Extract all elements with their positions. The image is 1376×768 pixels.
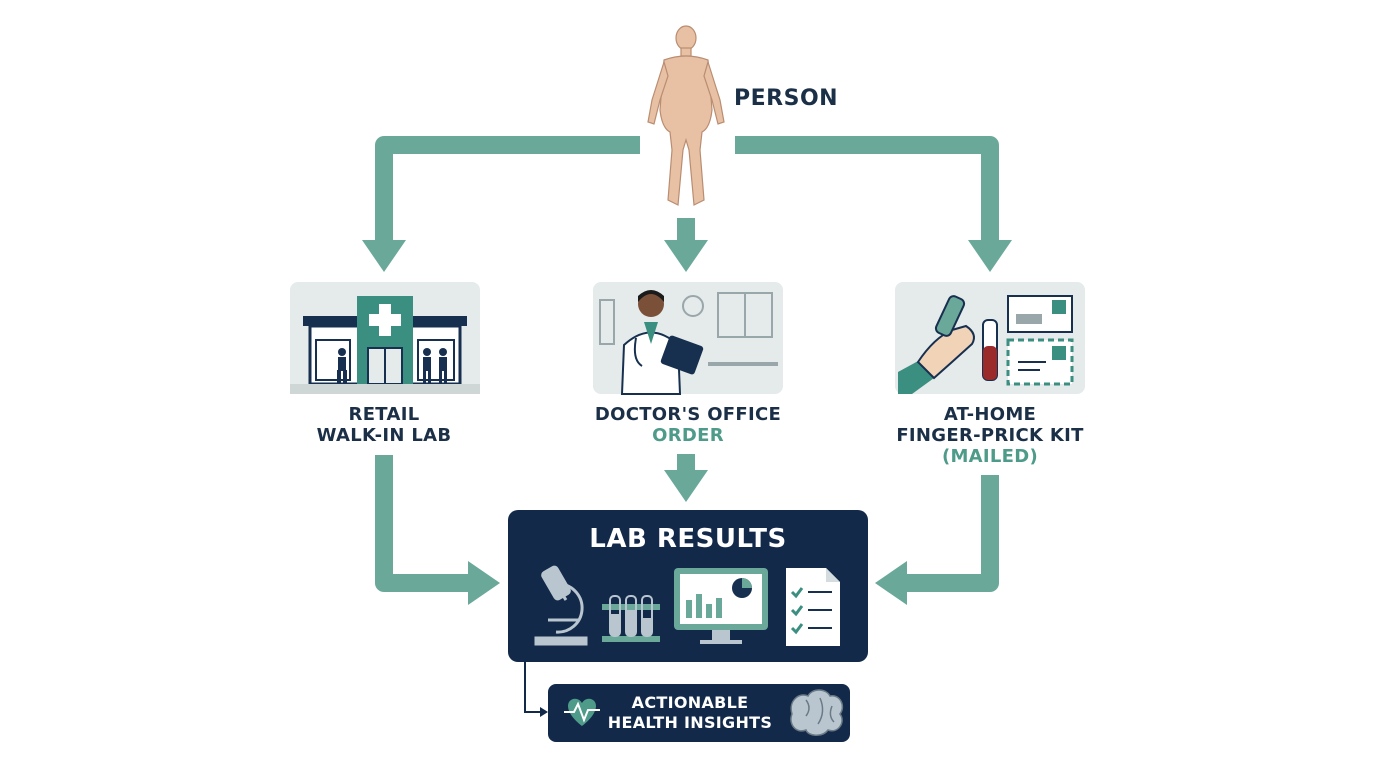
arrowhead-retail xyxy=(362,240,406,272)
doctor-office-label: DOCTOR'S OFFICE ORDER xyxy=(578,404,798,446)
doctor-tablet-icon xyxy=(593,282,783,395)
brain-icon xyxy=(790,689,844,736)
home-kit-label: AT-HOME FINGER-PRICK KIT (MAILED) xyxy=(880,404,1100,467)
checklist-icon xyxy=(786,568,840,646)
doctor-label-line2: ORDER xyxy=(652,425,724,446)
arrow-person-to-retail xyxy=(375,136,640,240)
arrow-results-to-insights xyxy=(524,662,540,713)
insights-line1: ACTIONABLE xyxy=(631,693,749,712)
arrow-home-to-results xyxy=(905,475,999,592)
test-tubes-icon xyxy=(602,595,660,642)
doctor-label-line1: DOCTOR'S OFFICE xyxy=(594,404,782,425)
home-label-line1: AT-HOME xyxy=(943,404,1037,425)
person-label: PERSON xyxy=(734,86,839,111)
microscope-icon xyxy=(534,565,588,646)
monitor-chart-icon xyxy=(674,568,768,644)
home-label-line2: FINGER-PRICK KIT xyxy=(896,425,1084,446)
arrowhead-insights xyxy=(540,707,548,717)
retail-label-line1: RETAIL xyxy=(348,404,420,425)
insights-label: ACTIONABLE HEALTH INSIGHTS xyxy=(590,693,790,733)
arrowhead-retail-results xyxy=(468,561,500,605)
arrowhead-home xyxy=(968,240,1012,272)
clinic-building-icon xyxy=(290,282,480,394)
arrowhead-doctor-top xyxy=(664,240,708,272)
arrowheads xyxy=(362,240,1012,605)
insights-box xyxy=(548,684,850,742)
insights-line2: HEALTH INSIGHTS xyxy=(607,713,773,732)
arrow-person-to-home xyxy=(735,136,999,240)
lab-results-title: LAB RESULTS xyxy=(589,524,787,554)
arrowhead-doctor-bottom xyxy=(664,470,708,502)
finger-prick-kit-icon xyxy=(895,282,1085,394)
arrowhead-home-results xyxy=(875,561,907,605)
home-label-line3: (MAILED) xyxy=(941,446,1039,467)
retail-label-line2: WALK-IN LAB xyxy=(316,425,452,446)
arrow-retail-to-results xyxy=(375,455,470,592)
heart-pulse-icon xyxy=(564,698,600,726)
person-figure-icon xyxy=(647,25,725,206)
retail-lab-label: RETAIL WALK-IN LAB xyxy=(284,404,484,446)
connector-arrows xyxy=(375,136,999,592)
